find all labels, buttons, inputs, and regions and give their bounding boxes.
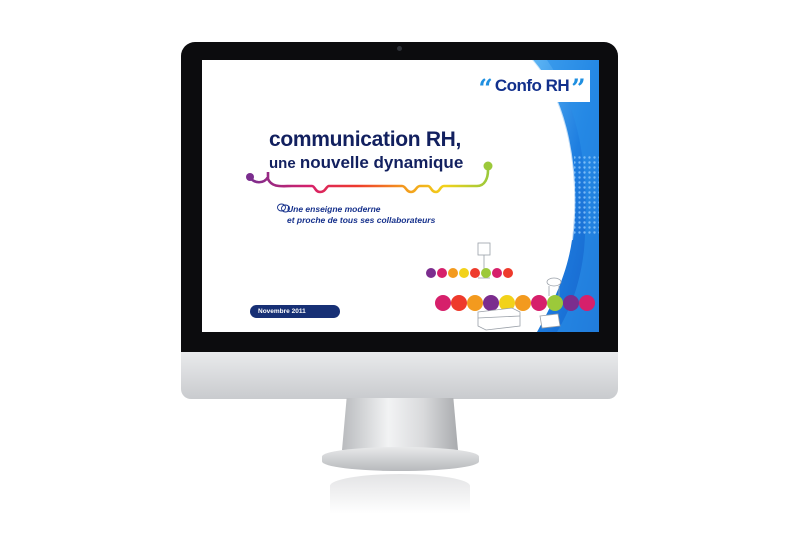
logo-text: Confo RH xyxy=(494,76,570,95)
confo-rh-logo: “ Confo RH ” xyxy=(474,70,590,102)
slide-subtitle: Une enseigne moderne et proche de tous s… xyxy=(287,204,435,226)
subtitle-line2: et proche de tous ses collaborateurs xyxy=(287,215,436,225)
stand-reflection xyxy=(330,474,470,514)
monitor-stand-base xyxy=(322,447,479,471)
webcam-dot xyxy=(397,46,402,51)
upper-circle-row xyxy=(426,268,513,278)
monitor-bezel: “ Confo RH ” communication RH, une nouve… xyxy=(181,42,618,353)
chair-sketch xyxy=(546,277,562,296)
speech-bubbles-icon xyxy=(277,203,290,213)
sofa-sketch xyxy=(477,307,561,331)
title-word-une: une xyxy=(269,155,296,172)
slide-title: communication RH, xyxy=(269,128,462,151)
subtitle-line1: Une enseigne moderne xyxy=(287,204,381,214)
colorful-circles-illustration xyxy=(426,242,595,331)
title-words-dynamique: nouvelle dynamique xyxy=(299,153,464,172)
monitor-stand-neck xyxy=(342,398,458,450)
presentation-slide: “ Confo RH ” communication RH, une nouve… xyxy=(202,60,599,332)
monitor-chin xyxy=(181,352,618,399)
logo-close-quote: ” xyxy=(571,73,586,103)
rainbow-connector-line xyxy=(246,161,493,194)
slide-title-line2: une nouvelle dynamique xyxy=(269,153,463,173)
date-badge: Novembre 2011 xyxy=(250,305,340,318)
logo-open-quote: “ xyxy=(478,73,493,103)
lower-circle-row xyxy=(435,295,595,311)
